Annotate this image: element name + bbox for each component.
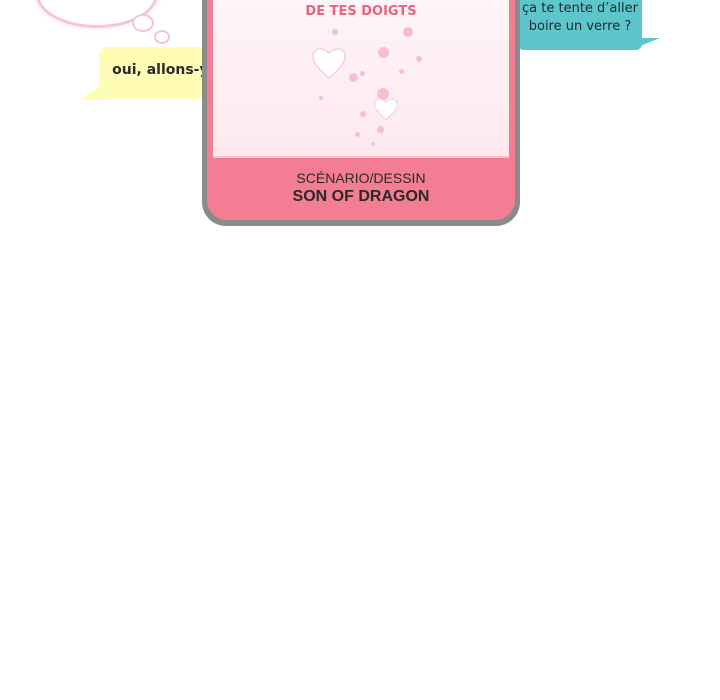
sparkle xyxy=(360,111,366,117)
speech-bubble-cyan-text: ça te tente d’aller boire un verre ? xyxy=(518,0,642,36)
credit-author: SON OF DRAGON xyxy=(292,188,430,205)
title-card-screen: DE TES DOIGTS xyxy=(213,0,509,158)
sparkle xyxy=(319,96,323,100)
sparkle xyxy=(349,73,358,82)
heart-icon xyxy=(374,98,398,121)
card-subtitle: DE TES DOIGTS xyxy=(305,4,417,19)
sparkle xyxy=(377,126,384,133)
sparkle xyxy=(377,88,389,100)
sparkle xyxy=(378,47,389,58)
sparkle xyxy=(399,69,404,74)
speech-bubble-cyan xyxy=(518,0,642,50)
speech-line: boire un verre ? xyxy=(528,19,632,34)
speech-bubble-tail xyxy=(630,38,660,50)
sparkle xyxy=(416,56,422,62)
title-card: DE TES DOIGTS SCÉNARIO/DESSIN SON OF DRA… xyxy=(202,0,520,226)
sparkle xyxy=(360,71,365,76)
sparkle xyxy=(332,29,338,35)
thought-bubble-dot xyxy=(132,14,154,32)
credit-role: SCÉNARIO/DESSIN xyxy=(296,170,426,186)
title-card-body: DE TES DOIGTS SCÉNARIO/DESSIN SON OF DRA… xyxy=(207,0,515,220)
speech-line: ça te tente d’aller xyxy=(522,1,638,16)
heart-icon xyxy=(312,48,346,79)
speech-bubble-yellow-text: oui, allons-y ! xyxy=(112,62,220,78)
sparkle xyxy=(403,27,413,37)
sparkle xyxy=(371,142,375,146)
thought-bubble-dot xyxy=(154,30,170,44)
sparkle xyxy=(355,132,360,137)
